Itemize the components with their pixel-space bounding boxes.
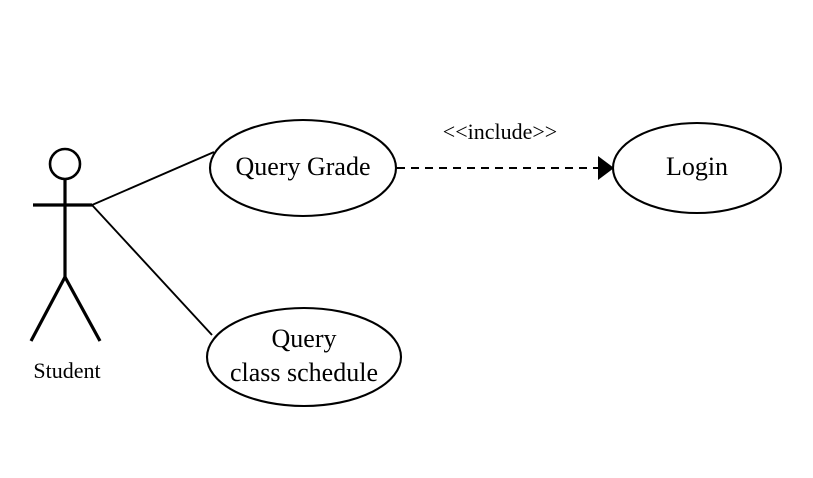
use-case-label-query-class-schedule-line2: class schedule	[230, 358, 378, 387]
use-case-ellipse-login	[611, 121, 783, 215]
actor-left-leg-line	[29, 276, 67, 342]
use-case-ellipse-query-grade	[208, 118, 398, 218]
actor-head-icon	[48, 147, 82, 181]
actor-label-student: Student	[33, 358, 100, 383]
use-case-query-grade[interactable]: Query Grade	[208, 118, 398, 218]
actor-right-leg-line	[63, 276, 102, 342]
use-case-label-query-class-schedule-line1: Query	[272, 324, 337, 353]
include-arrowhead-icon	[598, 156, 614, 180]
use-case-label-login: Login	[666, 152, 728, 181]
include-relationship-query-grade-login[interactable]: <<include>>	[397, 119, 614, 180]
use-case-login[interactable]: Login	[611, 121, 783, 215]
actor-student[interactable]: Student	[29, 147, 102, 383]
association-student-query-grade	[91, 151, 215, 206]
use-case-query-class-schedule[interactable]: Query class schedule	[205, 306, 403, 408]
use-case-ellipse-query-class-schedule	[205, 306, 403, 408]
include-stereotype-label: <<include>>	[443, 119, 557, 144]
association-student-query-class-schedule	[91, 204, 213, 336]
use-case-label-query-grade: Query Grade	[236, 152, 371, 181]
